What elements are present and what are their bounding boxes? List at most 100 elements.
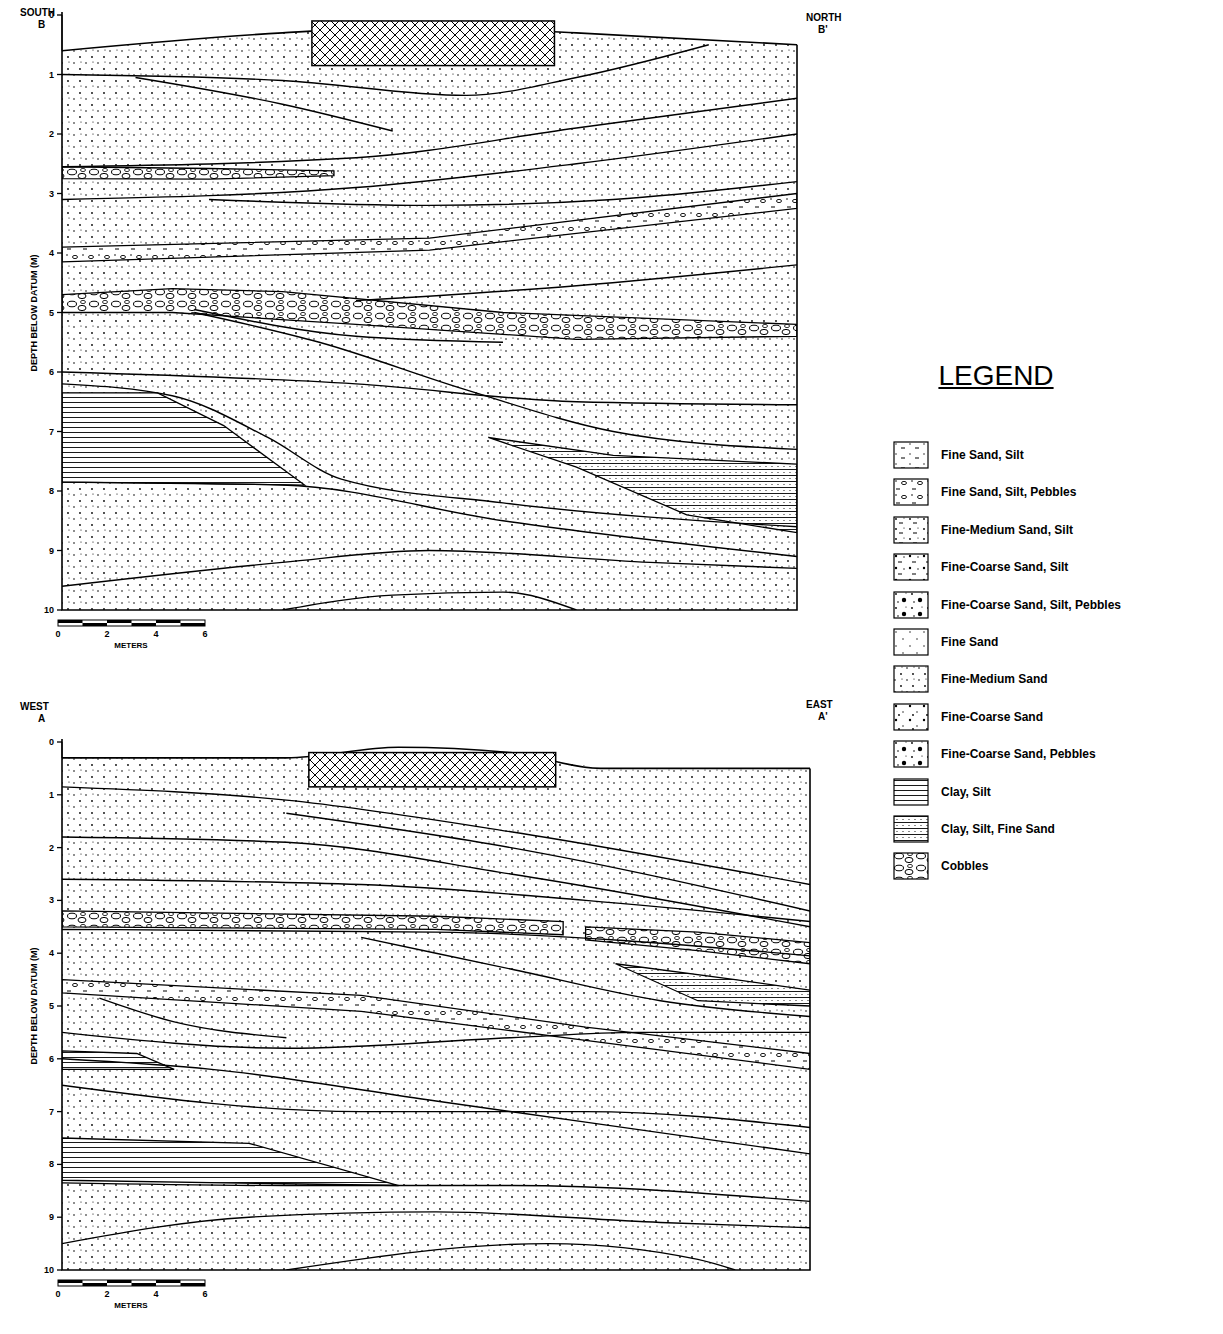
- legend-entry: Fine-Medium Sand, Silt: [893, 516, 1073, 544]
- depth-tick: [57, 1217, 62, 1218]
- axis-label: 4: [153, 1290, 158, 1299]
- legend-swatch: [893, 478, 929, 506]
- axis-label: 7: [49, 427, 54, 436]
- sand-fill: [62, 742, 810, 1270]
- legend-entry: Fine-Coarse Sand, Silt: [893, 553, 1068, 581]
- axis-label: 1: [49, 70, 54, 79]
- legend-text: Fine Sand, Silt, Pebbles: [941, 485, 1076, 499]
- depth-tick: [57, 193, 62, 194]
- legend-swatch: [893, 852, 929, 880]
- legend-text: Fine Sand: [941, 635, 998, 649]
- layer-boundary: [136, 77, 393, 131]
- depth-tick: [57, 609, 62, 610]
- axis-label: 2: [104, 1290, 109, 1299]
- axis-label: NORTH: [806, 13, 842, 23]
- legend-text: Clay, Silt: [941, 785, 991, 799]
- depth-tick: [57, 900, 62, 901]
- cobble-band: [62, 194, 797, 262]
- axis-label: 3: [49, 189, 54, 198]
- axis-label: 9: [49, 546, 54, 555]
- axis-label: 0: [55, 1290, 60, 1299]
- axis-label: METERS: [114, 642, 147, 650]
- legend-swatch: [893, 778, 929, 806]
- axis-label: 8: [49, 1160, 54, 1169]
- layer-boundary: [283, 592, 577, 610]
- axis-label: 5: [49, 1002, 54, 1011]
- axis-label: 5: [49, 308, 54, 317]
- axis-label: 0: [49, 738, 54, 747]
- layer-boundary: [62, 1032, 810, 1048]
- cobble-band: [62, 167, 334, 179]
- axis-label: 2: [104, 630, 109, 639]
- section-a: [57, 689, 810, 1286]
- layer-boundary: [62, 1183, 810, 1201]
- axis-label: 6: [202, 630, 207, 639]
- scale-bar: [58, 620, 205, 626]
- legend-swatch: [893, 628, 929, 656]
- layer-boundary: [194, 313, 797, 450]
- layer-boundary: [209, 182, 797, 206]
- legend-text: Fine-Medium Sand, Silt: [941, 523, 1073, 537]
- axis-title: DEPTH BELOW DATUM (M): [30, 254, 39, 371]
- axis-label: A': [818, 712, 828, 722]
- depth-tick: [57, 1111, 62, 1112]
- axis-label: 6: [49, 368, 54, 377]
- depth-tick: [57, 953, 62, 954]
- depth-tick: [57, 847, 62, 848]
- depth-tick: [57, 371, 62, 372]
- legend-swatch: [893, 553, 929, 581]
- clay-lens: [62, 393, 305, 485]
- section-b: [57, 0, 797, 626]
- legend-swatch: [893, 665, 929, 693]
- axis-label: 4: [153, 630, 158, 639]
- axis-label: 0: [55, 630, 60, 639]
- axis-label: 0: [49, 11, 54, 20]
- legend-swatch: [893, 441, 929, 469]
- scale-bar: [58, 1280, 205, 1286]
- legend-text: Fine-Coarse Sand, Silt: [941, 560, 1068, 574]
- layer-boundary: [62, 929, 810, 955]
- axis-label: METERS: [114, 1302, 147, 1310]
- legend-swatch: [893, 740, 929, 768]
- depth-tick: [57, 74, 62, 75]
- axis-label: 8: [49, 487, 54, 496]
- axis-label: A: [38, 714, 45, 724]
- legend-entry: Fine-Coarse Sand, Silt, Pebbles: [893, 591, 1121, 619]
- layer-boundary: [62, 384, 797, 527]
- axis-label: 2: [49, 130, 54, 139]
- layer-boundary: [62, 1085, 810, 1127]
- depth-tick: [57, 1058, 62, 1059]
- layer-boundary: [62, 551, 797, 587]
- clay-lens: [616, 964, 810, 1006]
- axis-label: 1: [49, 790, 54, 799]
- depth-tick: [57, 133, 62, 134]
- legend-entry: Fine Sand: [893, 628, 998, 656]
- axis-label: 10: [44, 606, 54, 615]
- legend-text: Fine-Coarse Sand, Pebbles: [941, 747, 1096, 761]
- layer-boundary: [62, 372, 797, 405]
- legend-entry: Fine-Medium Sand: [893, 665, 1048, 693]
- axis-label: EAST: [806, 700, 833, 710]
- layer-boundary: [62, 98, 797, 166]
- depth-tick: [57, 490, 62, 491]
- axis-label: B': [818, 25, 828, 35]
- depth-tick: [57, 550, 62, 551]
- legend-text: Clay, Silt, Fine Sand: [941, 822, 1055, 836]
- axis-label: 4: [49, 249, 54, 258]
- axis-label: 3: [49, 896, 54, 905]
- legend-entry: Clay, Silt, Fine Sand: [893, 815, 1055, 843]
- axis-label: 10: [44, 1266, 54, 1275]
- clay-lens: [62, 1138, 399, 1186]
- legend-swatch: [893, 815, 929, 843]
- legend-text: Fine-Coarse Sand: [941, 710, 1043, 724]
- depth-tick: [57, 252, 62, 253]
- legend-text: Fine-Coarse Sand, Silt, Pebbles: [941, 598, 1121, 612]
- axis-label: 9: [49, 1213, 54, 1222]
- section-frame: [62, 12, 797, 610]
- axis-label: WEST: [20, 702, 49, 712]
- section-frame: [62, 739, 810, 1270]
- axis-label: 6: [202, 1290, 207, 1299]
- legend-entry: Cobbles: [893, 852, 988, 880]
- legend-entry: Fine Sand, Silt, Pebbles: [893, 478, 1076, 506]
- layer-boundary: [62, 837, 810, 927]
